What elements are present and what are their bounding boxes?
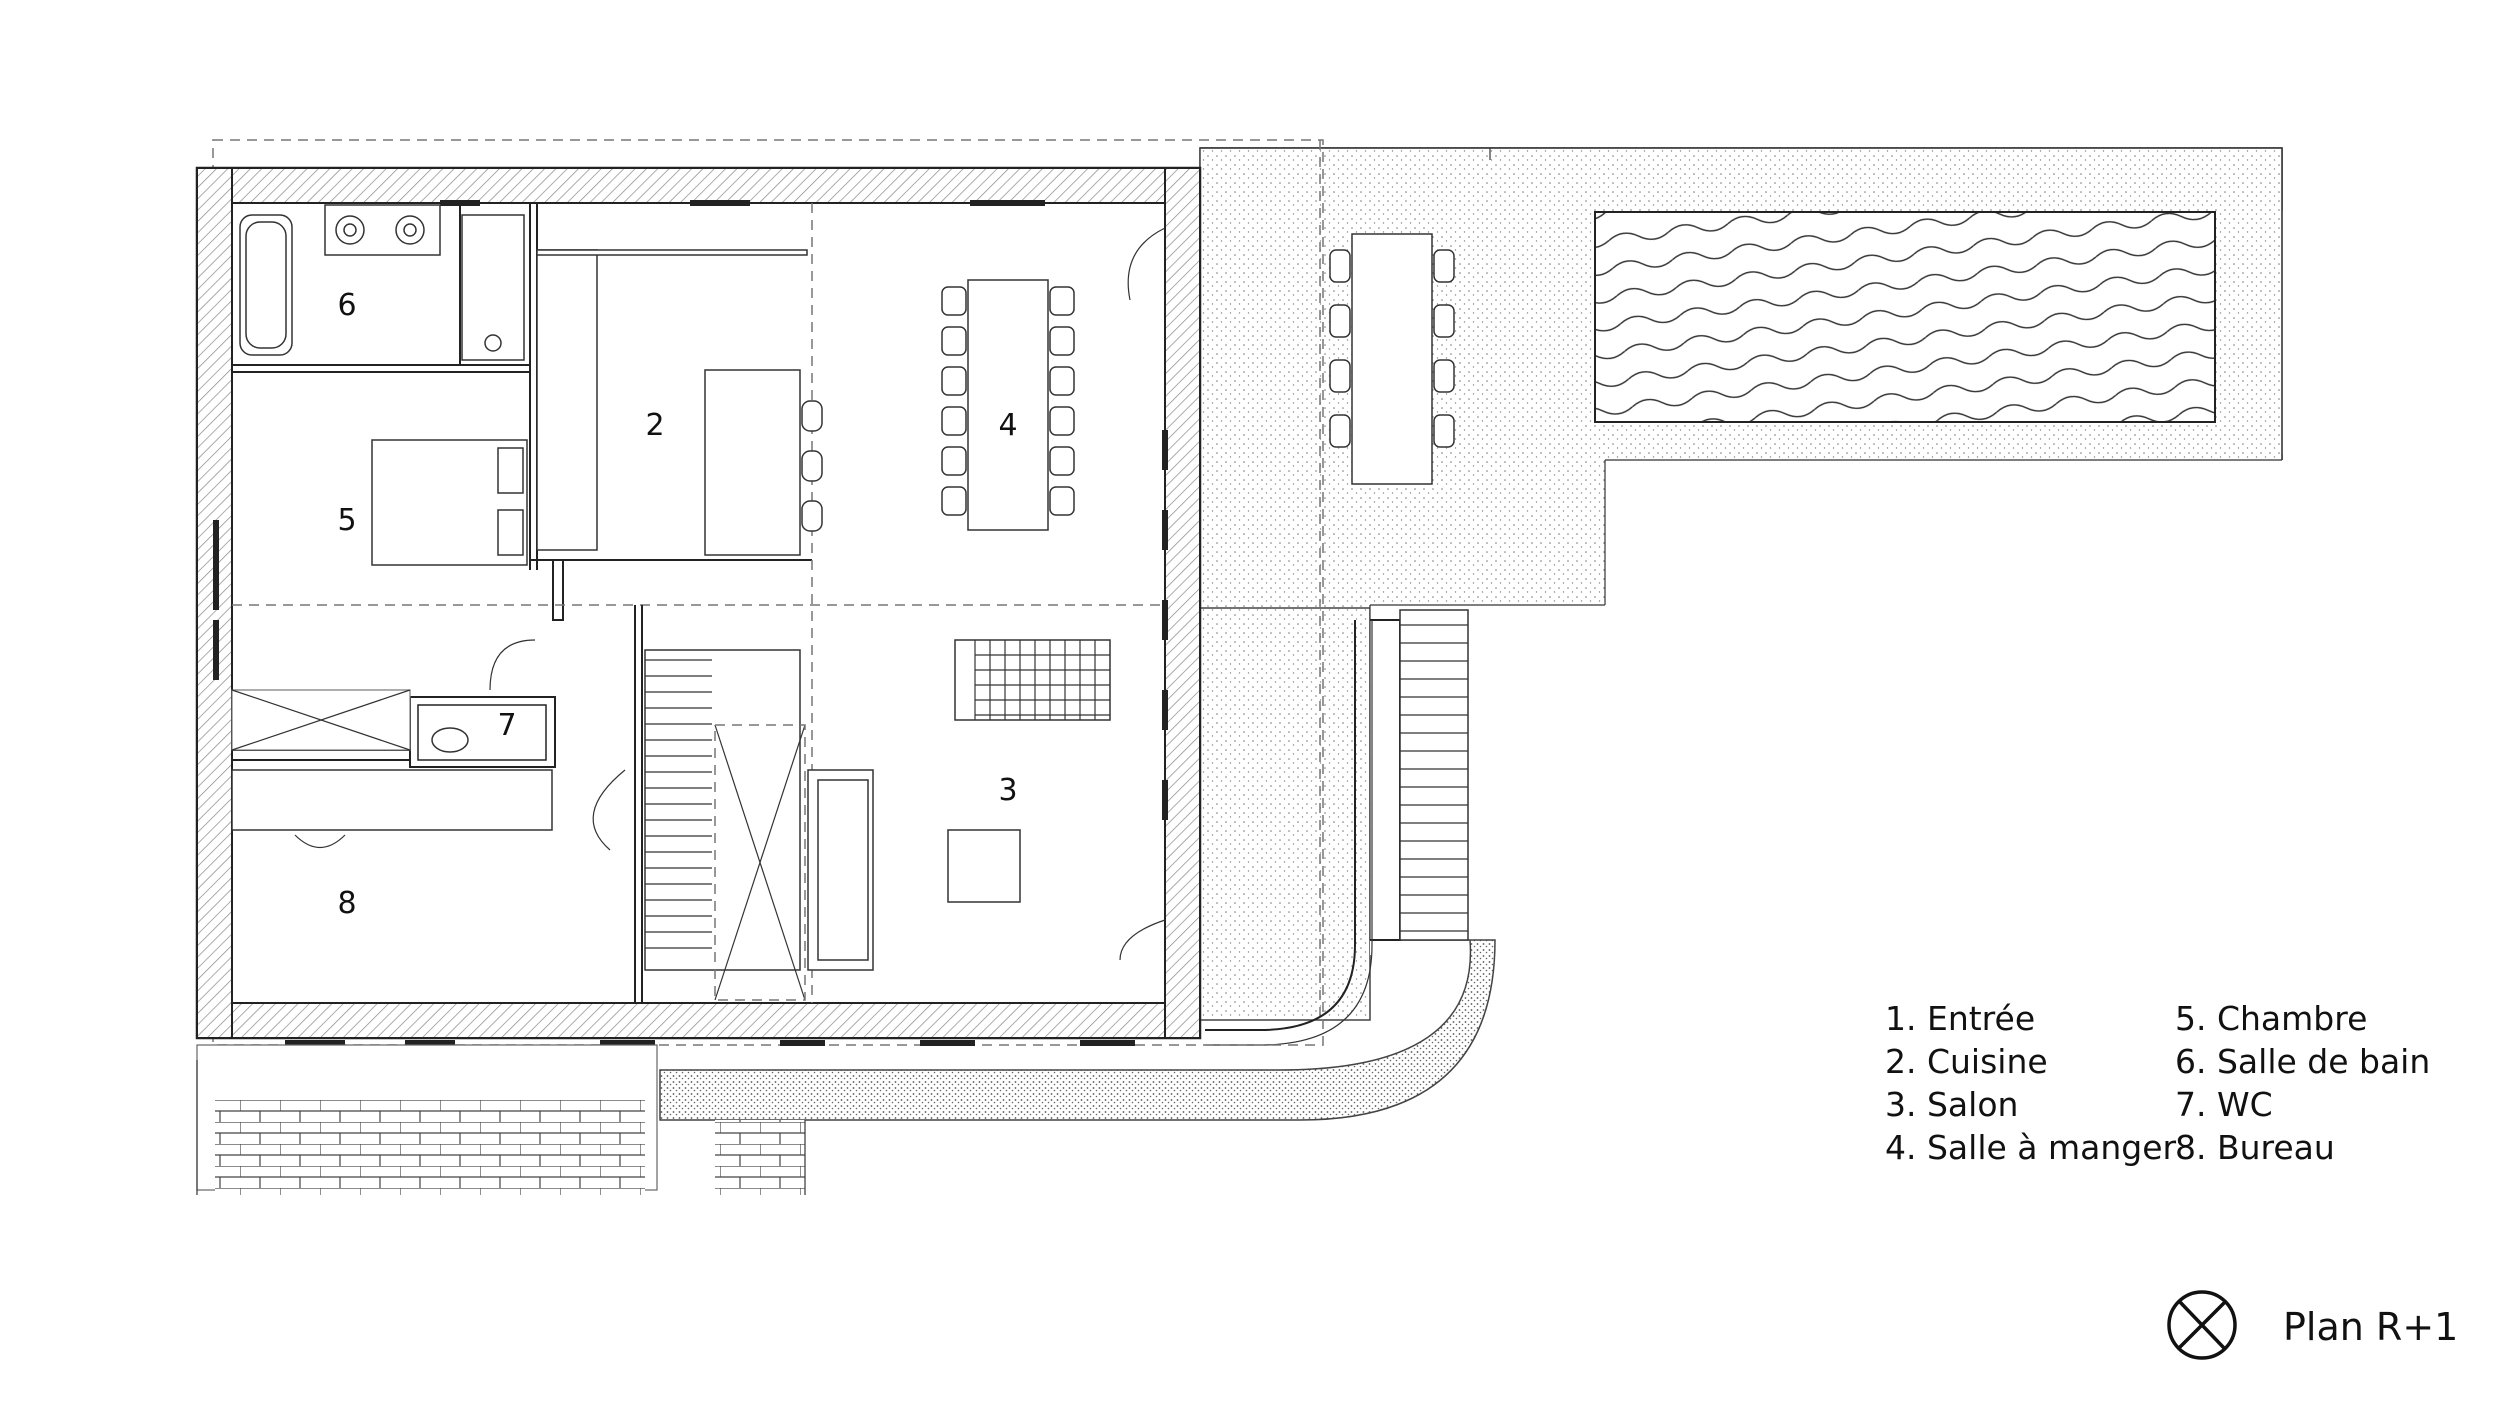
chair — [941, 366, 967, 396]
furniture — [231, 204, 1166, 971]
legend-item-3: 3. Salon — [1885, 1085, 2018, 1124]
interior-walls — [231, 203, 1165, 1003]
room-label-2: 2 — [645, 408, 664, 443]
legend-item-7: 7. WC — [2175, 1085, 2273, 1124]
chair — [1049, 366, 1075, 396]
room-label-5: 5 — [337, 503, 356, 538]
chair — [1329, 249, 1351, 283]
window — [213, 620, 219, 680]
chair — [1049, 486, 1075, 516]
outdoor-table — [1329, 233, 1455, 485]
window — [285, 1040, 345, 1046]
chair — [1433, 304, 1455, 338]
window — [1162, 600, 1168, 640]
window — [690, 200, 750, 206]
plan-title: Plan R+1 — [2283, 1305, 2458, 1349]
window — [1162, 780, 1168, 820]
window — [780, 1040, 825, 1046]
legend-item-4: 4. Salle à manger — [1885, 1128, 2177, 1167]
room-label-6: 6 — [337, 288, 356, 323]
chair — [1329, 414, 1351, 448]
legend-item-6: 6. Salle de bain — [2175, 1042, 2430, 1081]
window — [405, 1040, 455, 1046]
window — [1162, 690, 1168, 730]
window — [213, 520, 219, 610]
chair — [1329, 359, 1351, 393]
north-arrow-icon — [2167, 1290, 2237, 1360]
chair — [1049, 446, 1075, 476]
chair — [941, 286, 967, 316]
street — [196, 1044, 806, 1195]
room-labels: 6 5 2 4 7 3 8 — [337, 288, 1017, 921]
chair — [941, 486, 967, 516]
legend-item-5: 5. Chambre — [2175, 999, 2367, 1038]
exterior-stairs — [1399, 609, 1469, 941]
chair — [1049, 286, 1075, 316]
chair — [1433, 414, 1455, 448]
stool — [801, 450, 823, 482]
window — [1080, 1040, 1135, 1046]
window — [1162, 430, 1168, 470]
chair — [1433, 359, 1455, 393]
legend-item-1: 1. Entrée — [1885, 999, 2035, 1038]
window — [970, 200, 1045, 206]
window — [1162, 510, 1168, 550]
room-label-8: 8 — [337, 886, 356, 921]
legend-item-2: 2. Cuisine — [1885, 1042, 2048, 1081]
stool — [801, 400, 823, 432]
window — [920, 1040, 975, 1046]
stool — [801, 500, 823, 532]
room-label-7: 7 — [497, 708, 516, 743]
chair — [1433, 249, 1455, 283]
chair — [1329, 304, 1351, 338]
chair — [941, 446, 967, 476]
legend: 1. Entrée 2. Cuisine 3. Salon 4. Salle à… — [1885, 999, 2430, 1167]
legend-item-8: 8. Bureau — [2175, 1128, 2335, 1167]
pool — [1594, 211, 2216, 423]
chair — [941, 406, 967, 436]
window — [600, 1040, 655, 1046]
chair — [1049, 326, 1075, 356]
room-label-3: 3 — [998, 773, 1017, 808]
chair — [941, 326, 967, 356]
room-label-4: 4 — [998, 408, 1017, 443]
chair — [1049, 406, 1075, 436]
